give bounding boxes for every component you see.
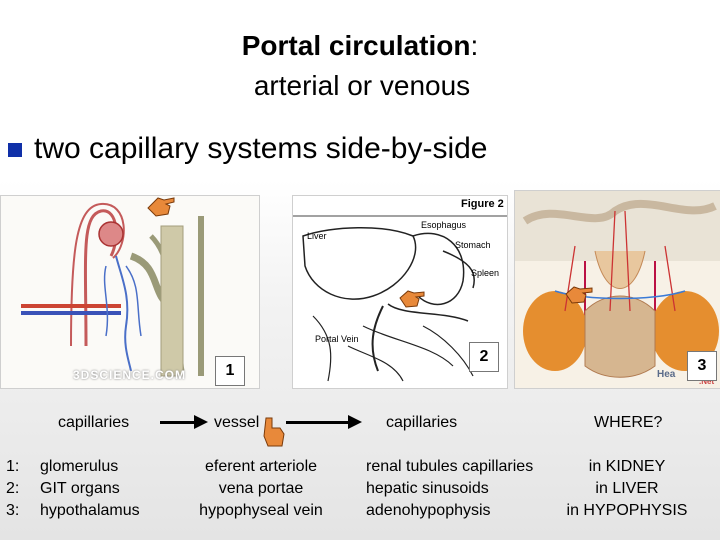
- bullet-text: two capillary systems side-by-side: [34, 132, 488, 165]
- hypophysis-image: Hea .Net 3: [514, 190, 720, 389]
- image-watermark: 3DSCIENCE.COM: [73, 368, 187, 382]
- cell-vessel: vena portae: [218, 480, 304, 497]
- slide-subtitle: arterial or venous: [253, 70, 471, 101]
- label-portal-vein: Portal Vein: [315, 334, 359, 344]
- row-number: 3:: [6, 502, 20, 519]
- cell-capillaries-2: renal tubules capillaries: [366, 458, 534, 475]
- cell-where: in KIDNEY: [588, 458, 666, 475]
- image-number-2: 2: [469, 342, 499, 372]
- cell-where: in HYPOPHYSIS: [566, 502, 688, 519]
- hypophysis-illustration: [515, 191, 720, 378]
- header-vessel: vessel: [214, 414, 260, 431]
- header-where: WHERE?: [594, 414, 663, 431]
- image-number-1: 1: [215, 356, 245, 386]
- nephron-image: 3DSCIENCE.COM 1: [0, 195, 260, 389]
- square-bullet-icon: [8, 143, 22, 157]
- row-number: 2:: [6, 480, 20, 497]
- header-capillaries-2: capillaries: [386, 414, 458, 431]
- label-stomach: Stomach: [455, 240, 491, 250]
- cell-capillaries-2: hepatic sinusoids: [366, 480, 489, 497]
- nephron-illustration: [21, 202, 204, 377]
- cell-capillaries-1: glomerulus: [40, 458, 119, 475]
- slide-title: Portal circulation:: [0, 30, 720, 62]
- cell-vessel: hypophyseal vein: [199, 502, 323, 519]
- header-capillaries-1: capillaries: [58, 414, 130, 431]
- arrow-2-head: [348, 415, 362, 429]
- image-watermark: Hea: [657, 369, 676, 380]
- pointing-hand-icon: [146, 194, 176, 225]
- bullet-item: two capillary systems side-by-side: [8, 132, 487, 166]
- cell-capillaries-1: hypothalamus: [40, 502, 140, 519]
- column-second-capillaries: renal tubules capillaries hepatic sinuso…: [366, 456, 533, 522]
- cell-where: in LIVER: [595, 480, 659, 497]
- pointing-hand-icon: [564, 284, 594, 311]
- liver-portal-image: Figure 2 Esophagus Liver Stomach Spleen …: [292, 195, 508, 389]
- title-colon: :: [470, 30, 479, 61]
- figure-label: Figure 2: [461, 198, 504, 210]
- arrow-1-head: [194, 415, 208, 429]
- pointing-hand-icon: [398, 288, 426, 315]
- pointing-hand-icon: [262, 416, 286, 453]
- column-vessel: eferent arteriole vena portae hypophysea…: [186, 456, 336, 522]
- arrow-2: [286, 421, 350, 424]
- cell-capillaries-2: adenohypophysis: [366, 502, 491, 519]
- column-where: in KIDNEY in LIVER in HYPOPHYSIS: [562, 456, 692, 522]
- cell-vessel: eferent arteriole: [204, 458, 318, 475]
- row-number: 1:: [6, 458, 20, 475]
- label-liver: Liver: [307, 231, 327, 241]
- column-first-capillaries: glomerulus GIT organs hypothalamus: [40, 456, 140, 522]
- image-watermark-suffix: .Net: [699, 377, 715, 386]
- cell-capillaries-1: GIT organs: [40, 480, 120, 497]
- label-spleen: Spleen: [471, 268, 500, 278]
- arrow-1: [160, 421, 196, 424]
- label-esophagus: Esophagus: [421, 220, 467, 230]
- portal-vein-diagram: [293, 215, 507, 382]
- row-numbers: 1: 2: 3:: [6, 456, 19, 522]
- image-number-3: 3: [687, 351, 717, 381]
- title-bold: Portal circulation: [241, 30, 471, 61]
